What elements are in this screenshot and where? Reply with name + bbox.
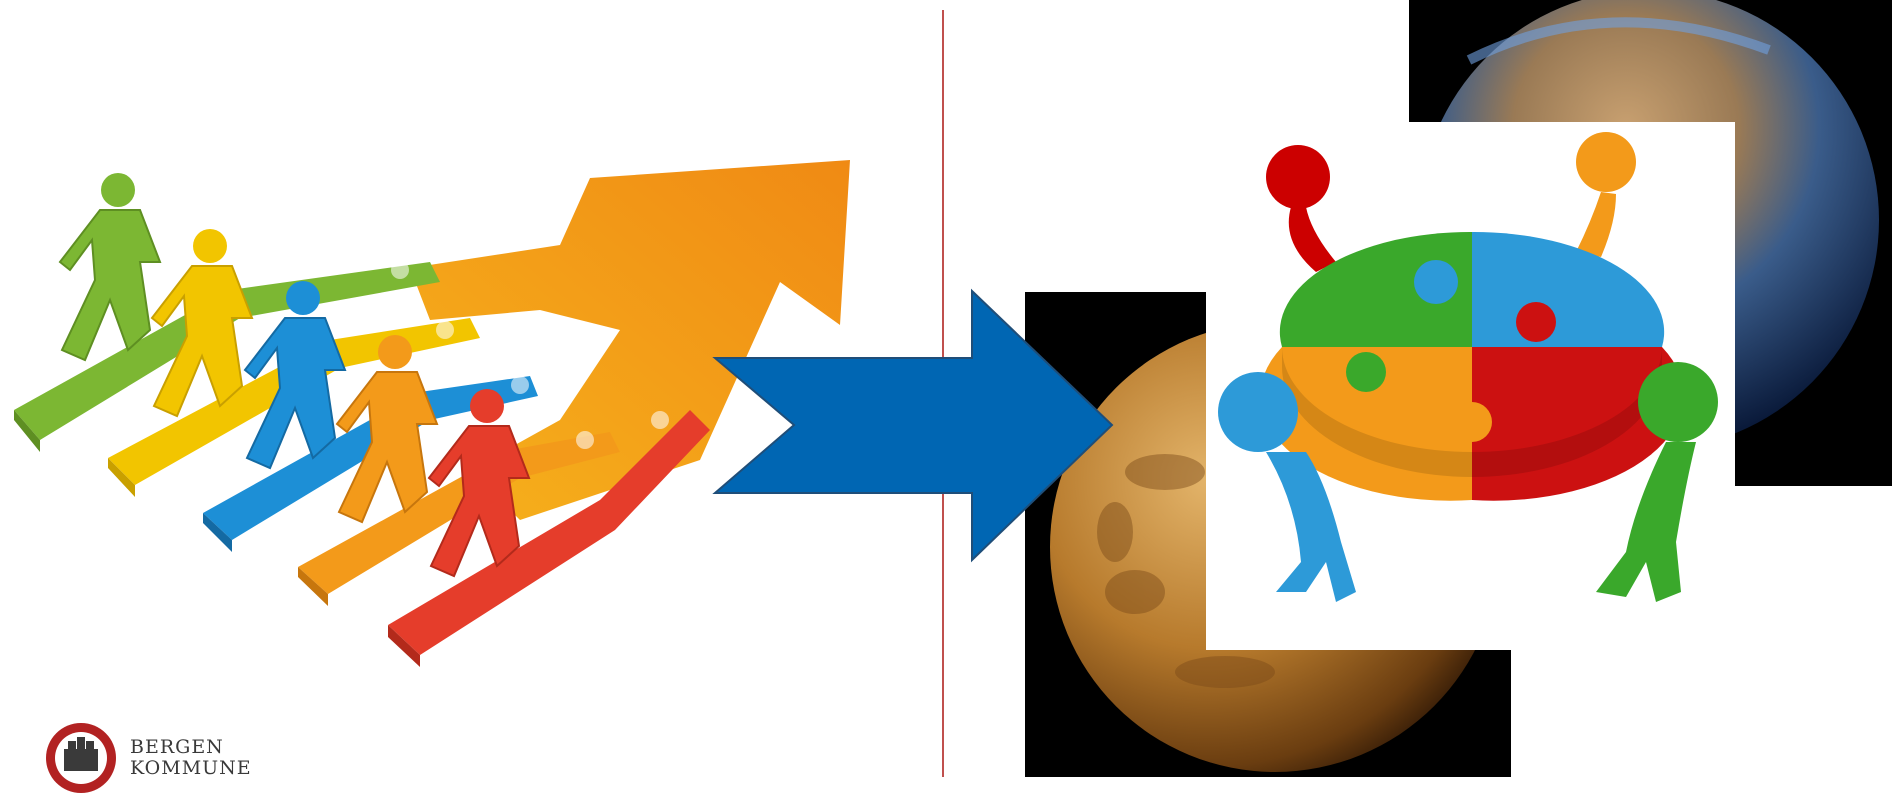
blue-block-arrow bbox=[712, 288, 1117, 563]
figures-holding-puzzle-circle bbox=[1206, 122, 1735, 650]
logo-text-line2: KOMMUNE bbox=[130, 758, 252, 778]
bergen-kommune-logo: BERGEN KOMMUNE bbox=[44, 721, 304, 777]
green-walker bbox=[60, 173, 160, 360]
puzzle-disc bbox=[1260, 232, 1683, 501]
logo-text-line1: BERGEN bbox=[130, 737, 224, 757]
city-seal-icon bbox=[44, 721, 118, 795]
yellow-walker bbox=[152, 229, 252, 416]
